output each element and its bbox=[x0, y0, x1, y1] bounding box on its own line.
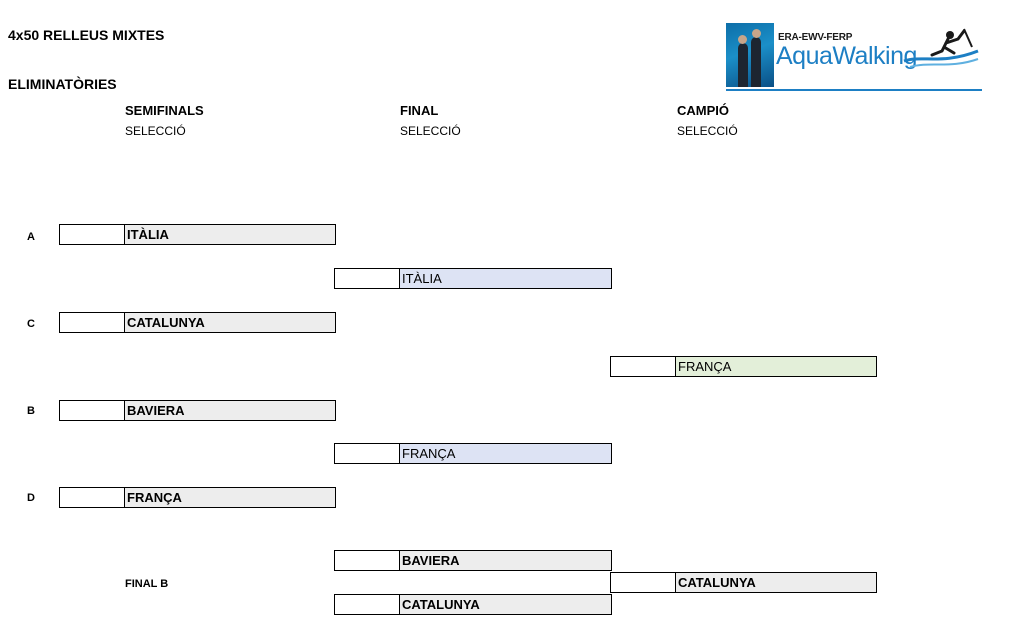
team-name: BAVIERA bbox=[125, 401, 335, 420]
final-b-slot-2: CATALUNYA bbox=[334, 594, 612, 615]
seed-label-a: A bbox=[27, 231, 35, 243]
result-cell bbox=[335, 595, 400, 614]
team-name: FRANÇA bbox=[400, 444, 611, 463]
col-sub-champion: SELECCIÓ bbox=[677, 124, 738, 138]
col-heading-champion: CAMPIÓ bbox=[677, 103, 729, 118]
team-name: CATALUNYA bbox=[400, 595, 611, 614]
seed-label-d: D bbox=[27, 492, 35, 504]
logo-brand-text: AquaWalking bbox=[776, 42, 917, 70]
col-sub-semifinals: SELECCIÓ bbox=[125, 124, 186, 138]
semifinal-slot-a: ITÀLIA bbox=[59, 224, 336, 245]
walkers-photo-icon bbox=[726, 23, 774, 87]
seed-label-c: C bbox=[27, 318, 35, 330]
team-name: ITÀLIA bbox=[400, 269, 611, 288]
seed-label-b: B bbox=[27, 405, 35, 417]
final-slot-1: ITÀLIA bbox=[334, 268, 612, 289]
result-cell bbox=[611, 573, 676, 592]
semifinal-slot-b: BAVIERA bbox=[59, 400, 336, 421]
stage-title: ELIMINATÒRIES bbox=[8, 76, 117, 92]
final-slot-2: FRANÇA bbox=[334, 443, 612, 464]
result-cell bbox=[611, 357, 676, 376]
team-name: BAVIERA bbox=[400, 551, 611, 570]
col-sub-final: SELECCIÓ bbox=[400, 124, 461, 138]
result-cell bbox=[335, 551, 400, 570]
champion-slot: FRANÇA bbox=[610, 356, 877, 377]
result-cell bbox=[60, 488, 125, 507]
logo-underline bbox=[726, 89, 982, 91]
team-name: CATALUNYA bbox=[676, 573, 876, 592]
semifinal-slot-d: FRANÇA bbox=[59, 487, 336, 508]
result-cell bbox=[335, 444, 400, 463]
final-b-slot-1: BAVIERA bbox=[334, 550, 612, 571]
result-cell bbox=[60, 225, 125, 244]
team-name: FRANÇA bbox=[125, 488, 335, 507]
col-heading-semifinals: SEMIFINALS bbox=[125, 103, 204, 118]
result-cell bbox=[335, 269, 400, 288]
aquawalking-logo: ERA-EWV-FERP AquaWalking bbox=[726, 23, 982, 91]
final-b-label: FINAL B bbox=[125, 578, 169, 590]
result-cell bbox=[60, 313, 125, 332]
water-walker-icon bbox=[903, 28, 979, 68]
team-name: ITÀLIA bbox=[125, 225, 335, 244]
event-title: 4x50 RELLEUS MIXTES bbox=[8, 27, 165, 43]
semifinal-slot-c: CATALUNYA bbox=[59, 312, 336, 333]
team-name: CATALUNYA bbox=[125, 313, 335, 332]
col-heading-final: FINAL bbox=[400, 103, 439, 118]
final-b-winner-slot: CATALUNYA bbox=[610, 572, 877, 593]
logo-org-text: ERA-EWV-FERP bbox=[778, 32, 853, 43]
result-cell bbox=[60, 401, 125, 420]
team-name: FRANÇA bbox=[676, 357, 876, 376]
